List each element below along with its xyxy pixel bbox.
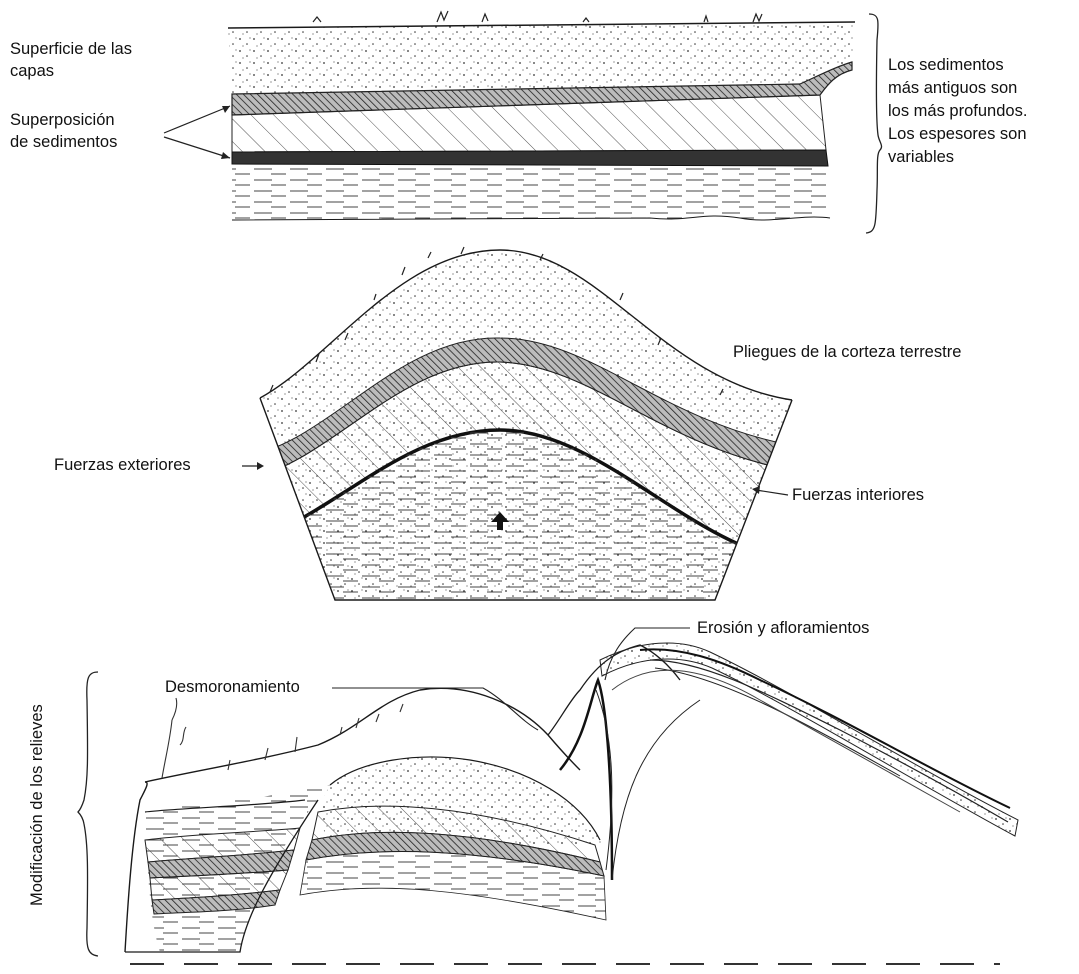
- dark-layer-2: [232, 150, 828, 166]
- label-pliegues: Pliegues de la corteza terrestre: [733, 341, 961, 364]
- fold-diagram: [240, 240, 800, 620]
- label-erosion: Erosión y afloramientos: [697, 617, 869, 640]
- label-superficie-line1: Superficie de las: [10, 38, 132, 61]
- label-desmoronamiento: Desmoronamiento: [165, 676, 300, 699]
- label-sedimentos-line3: los más profundos.: [888, 100, 1027, 123]
- label-superposicion-line1: Superposición: [10, 109, 115, 132]
- label-fuerzas-exteriores: Fuerzas exteriores: [54, 454, 191, 477]
- label-sedimentos-line2: más antiguos son: [888, 77, 1017, 100]
- label-superposicion-line2: de sedimentos: [10, 131, 117, 154]
- label-fuerzas-interiores: Fuerzas interiores: [792, 484, 924, 507]
- dashed-layer: [232, 164, 830, 220]
- label-sedimentos-line5: variables: [888, 146, 954, 169]
- horizontal-strata: [164, 11, 882, 233]
- label-modificacion: Modificación de los relieves: [28, 704, 47, 906]
- sand-layer-top: [228, 22, 855, 94]
- label-sedimentos-line1: Los sedimentos: [888, 54, 1004, 77]
- label-sedimentos-line4: Los espesores son: [888, 123, 1027, 146]
- label-superficie-line2: capas: [10, 60, 54, 83]
